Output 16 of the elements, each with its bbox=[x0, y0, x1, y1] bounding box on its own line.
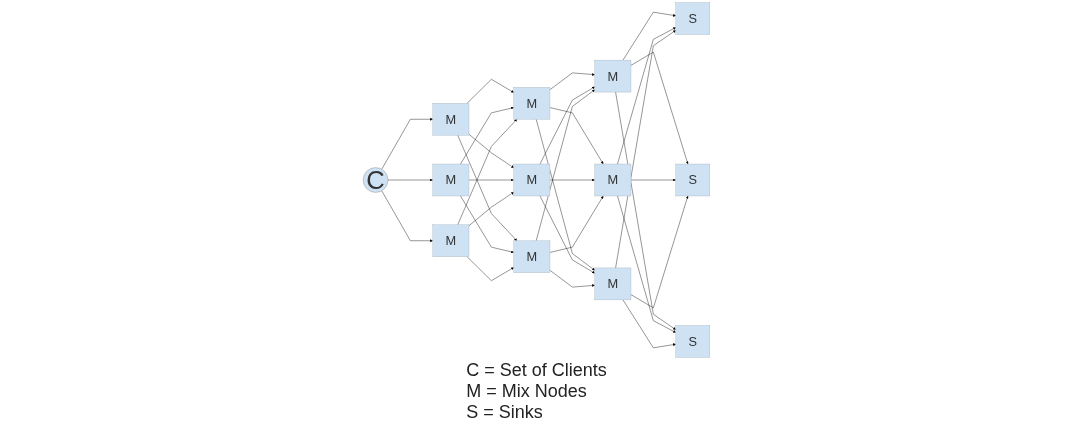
node-box: M bbox=[594, 163, 632, 197]
node-box: M bbox=[594, 267, 632, 301]
legend-note: C = Set of Clients bbox=[466, 360, 607, 381]
node-box: S bbox=[675, 2, 710, 35]
node-box: S bbox=[675, 325, 710, 358]
node-box: M bbox=[513, 87, 551, 120]
node-box: M bbox=[594, 59, 632, 93]
node-box: M bbox=[432, 163, 470, 197]
node-box: M bbox=[513, 163, 551, 197]
node-box: M bbox=[432, 103, 470, 136]
node-circle: C bbox=[362, 167, 389, 193]
node-box: M bbox=[432, 224, 470, 257]
node-box: S bbox=[675, 163, 710, 197]
node-box: M bbox=[513, 240, 551, 273]
legend-note: M = Mix Nodes bbox=[466, 381, 588, 402]
legend-note: S = Sinks bbox=[466, 402, 544, 423]
